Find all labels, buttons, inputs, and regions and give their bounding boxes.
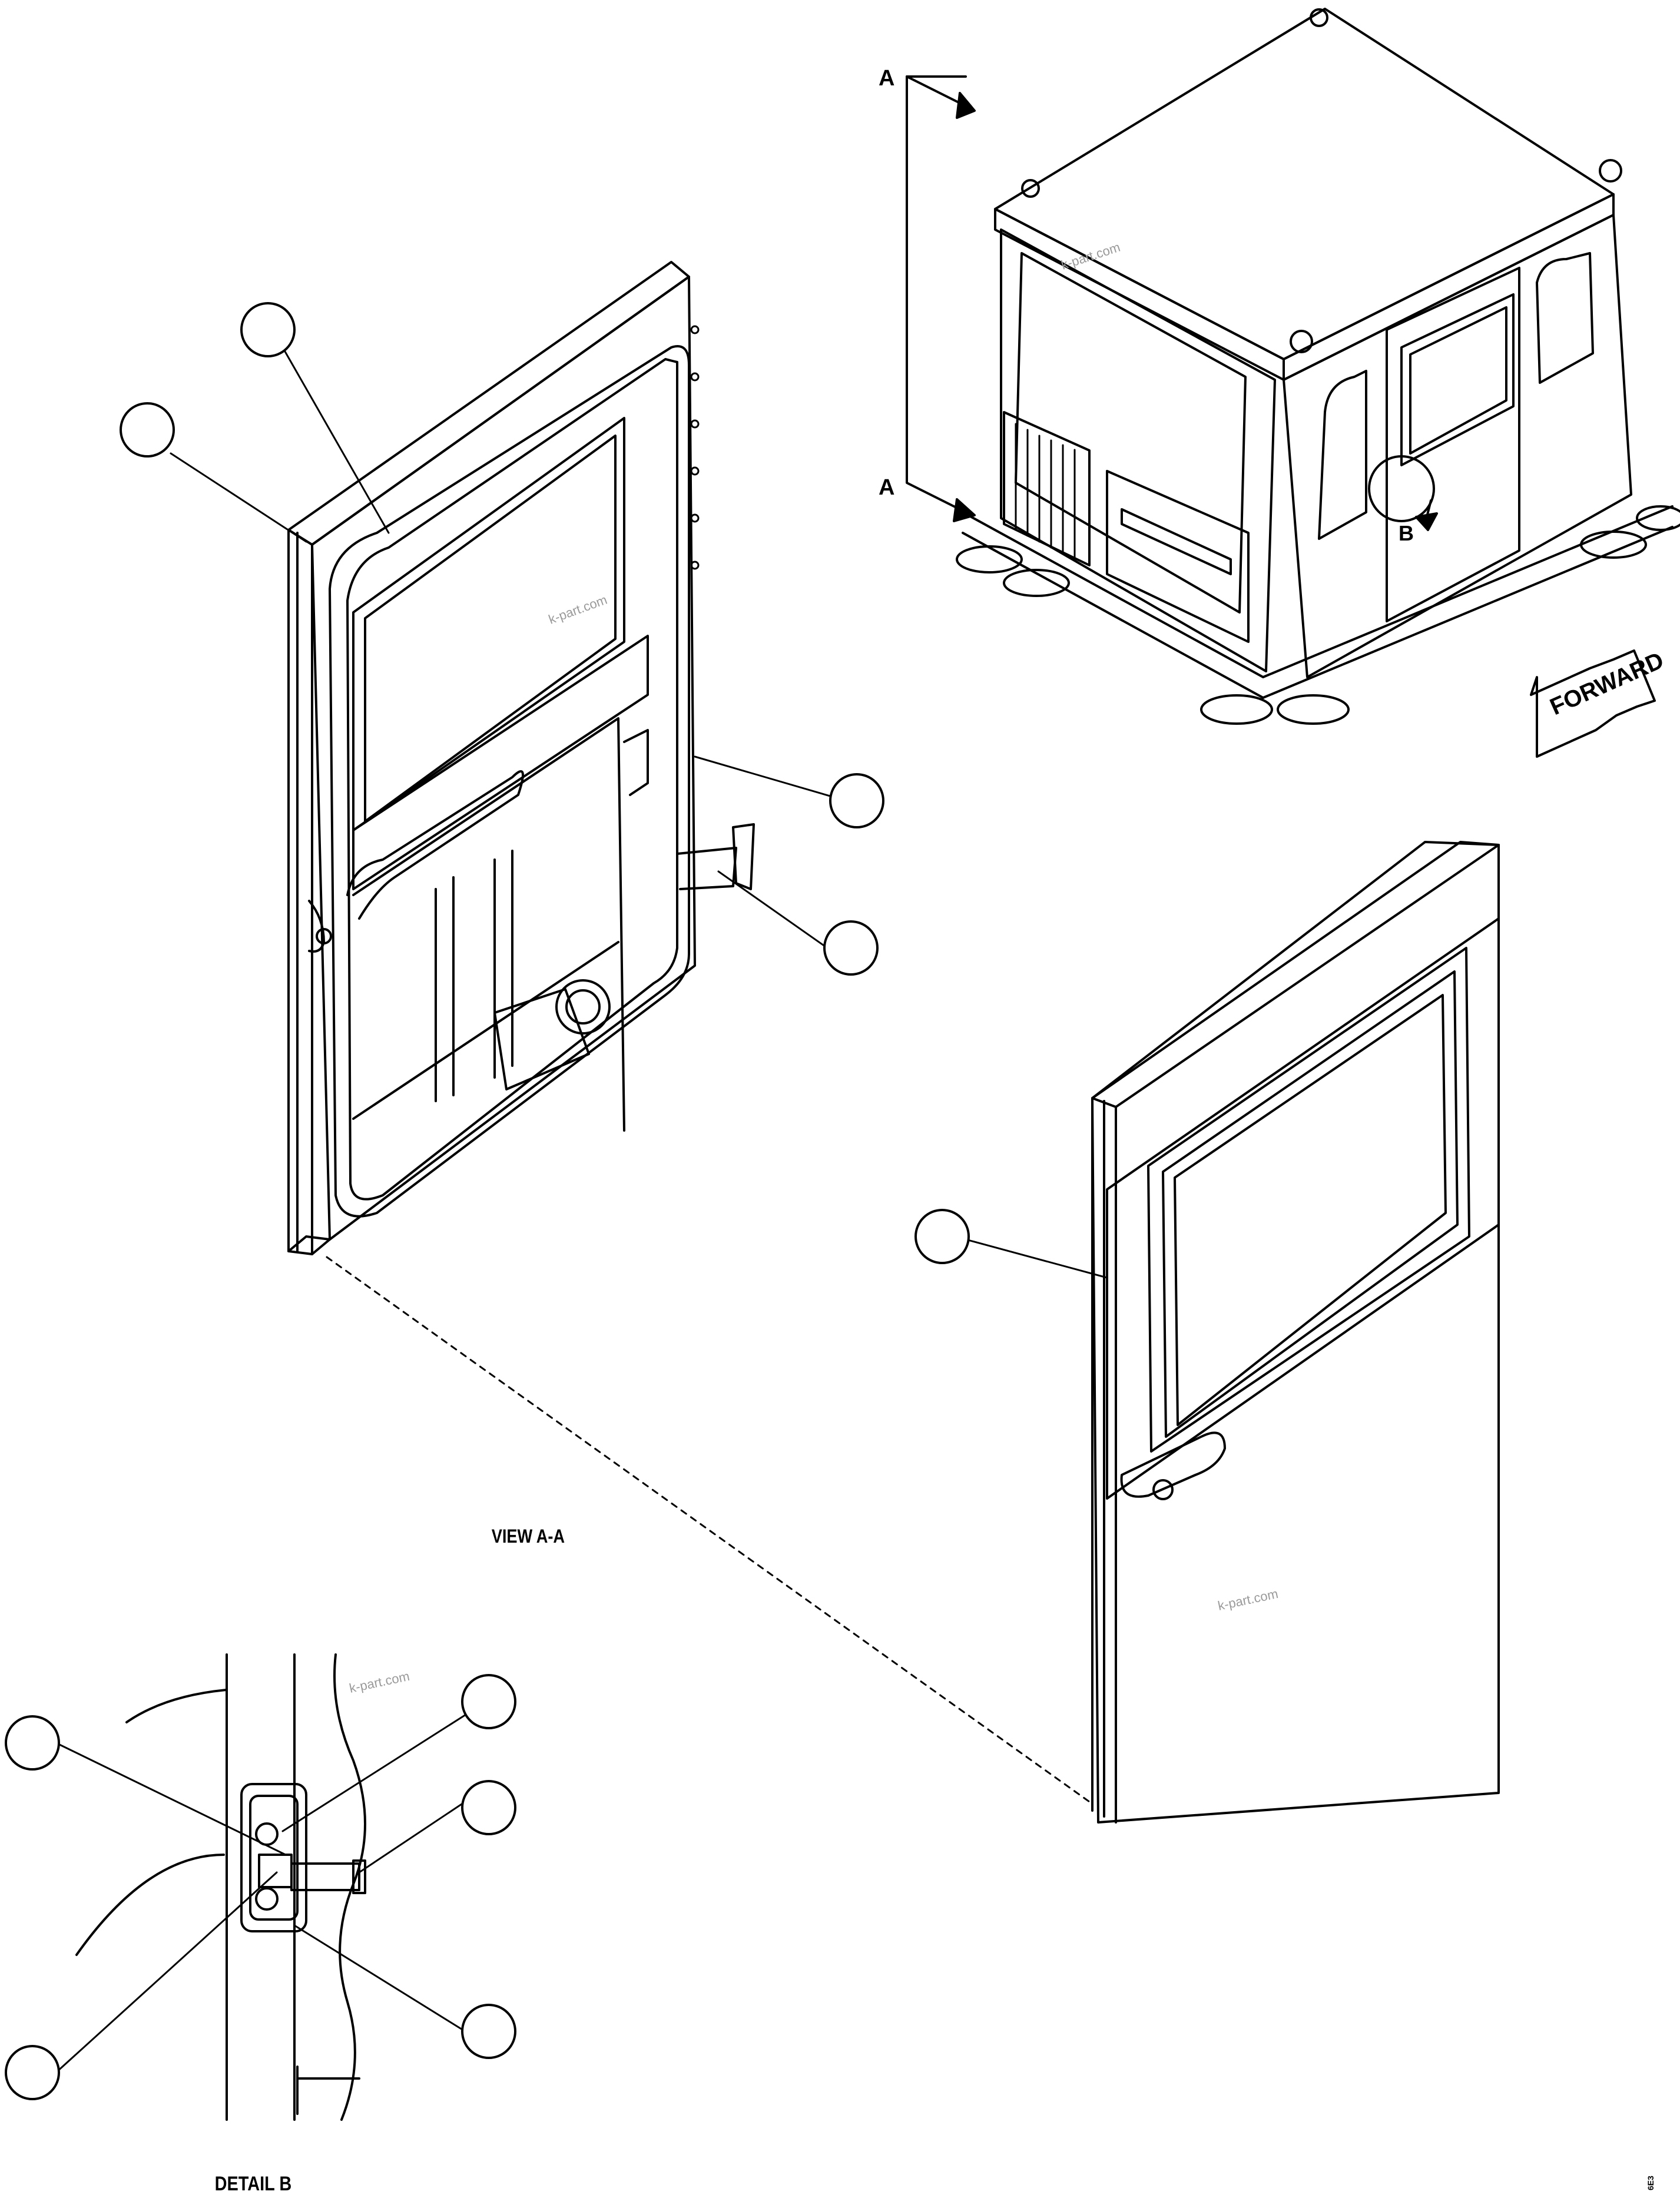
callout-bubble-9 [5, 2045, 60, 2100]
section-label-top: A [879, 66, 894, 91]
callout-bubbles [5, 302, 970, 2100]
cab-grille [1003, 411, 1091, 566]
detail-b-view [75, 1653, 366, 2121]
cab-front-face [1000, 228, 1276, 672]
forward-arrow [1530, 649, 1656, 758]
drawing-id: 6E3 [1646, 2176, 1655, 2190]
callout-bubble-10 [461, 2004, 516, 2059]
watermark-detail: k-part.com [348, 1669, 411, 1696]
callout-bubble-7 [5, 1715, 60, 1771]
watermark-door-inner: k-part.com [546, 592, 609, 627]
cab-side-face [1283, 214, 1632, 678]
cab-assembly [956, 8, 1680, 725]
door-outer-window-glass [1174, 994, 1447, 1426]
callout-bubble-1 [240, 302, 296, 357]
callout-bubble-2 [120, 402, 175, 457]
section-line-a-a [906, 75, 976, 522]
door-glass [352, 417, 625, 831]
callout-bubble-3 [829, 773, 884, 828]
callout-bubble-8 [461, 1780, 516, 1835]
watermark-door-outer: k-part.com [1217, 1586, 1280, 1613]
callout-bubble-4 [823, 920, 879, 976]
callout-bubble-5 [914, 1209, 970, 1264]
door-outer-window-frame [1147, 947, 1470, 1453]
section-label-bottom: A [879, 475, 894, 500]
callout-leaders [55, 346, 1108, 2074]
cab-door [1386, 267, 1520, 622]
detail-b-marker-circle [1368, 455, 1435, 522]
door-inner-view [287, 261, 755, 1255]
view-a-a-title: VIEW A-A [492, 1526, 565, 1547]
callout-bubble-6 [461, 1674, 516, 1729]
door-outer-view [1091, 841, 1500, 1824]
detail-b-title: DETAIL B [215, 2172, 292, 2195]
door-outer-handle [1120, 1431, 1226, 1498]
detail-marker-label: B [1399, 521, 1414, 545]
latch-bolt-bottom [255, 1887, 279, 1911]
projection-line [326, 1256, 1091, 1803]
watermark-cab: k-part.com [1059, 240, 1122, 273]
forward-label: FORWARD [1546, 647, 1668, 720]
cab-roof [994, 8, 1615, 360]
